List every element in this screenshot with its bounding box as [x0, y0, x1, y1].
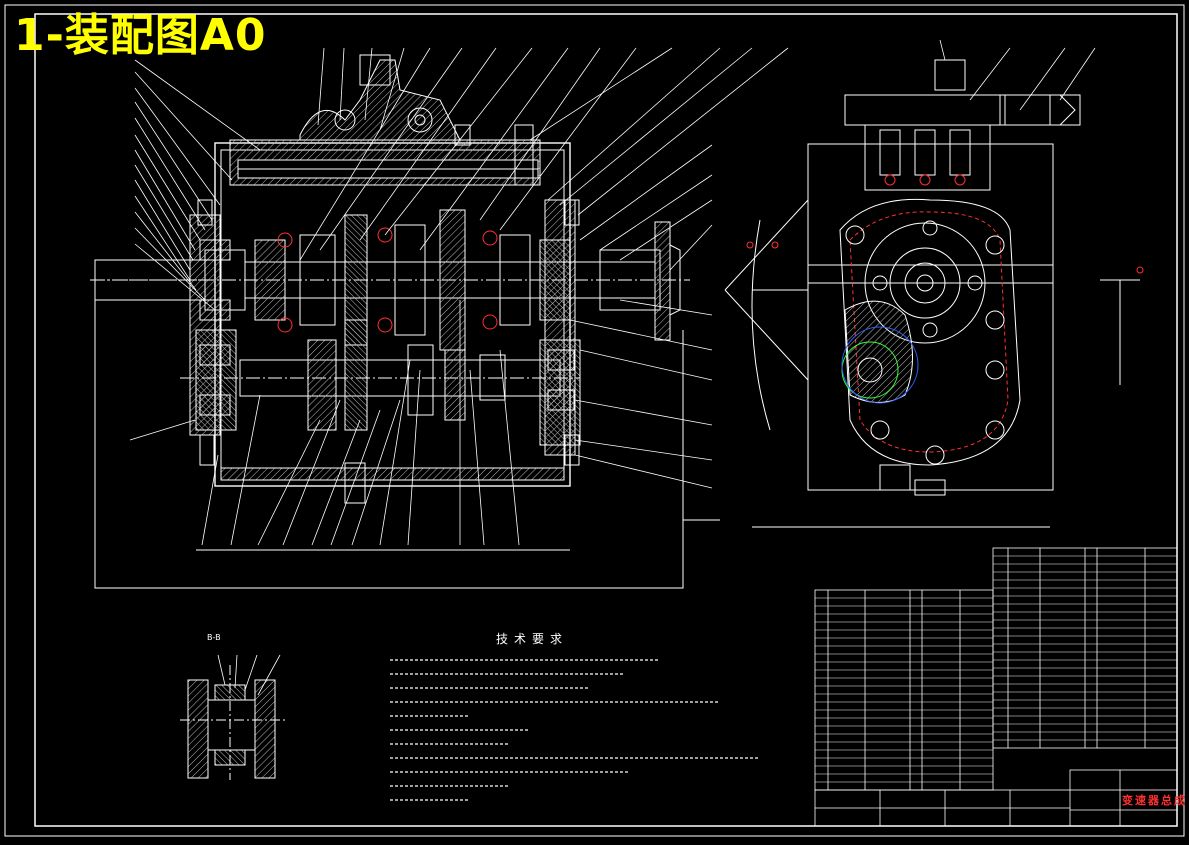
- side-view: [724, 39, 1144, 528]
- parts-list-table: [814, 547, 1178, 827]
- front-section-view: [90, 47, 789, 589]
- technical-requirements-text: [390, 659, 760, 801]
- section-label: B-B: [207, 633, 221, 642]
- parts-list-rows: [815, 555, 1177, 783]
- technical-requirements-heading: 技术要求: [496, 632, 569, 646]
- sheet-title-overlay: 1-装配图A0: [14, 10, 267, 61]
- titleblock-drawing-name: 变速器总成: [1122, 794, 1187, 807]
- section-b-b-view: [180, 654, 285, 780]
- sheet-border: [4, 4, 1185, 837]
